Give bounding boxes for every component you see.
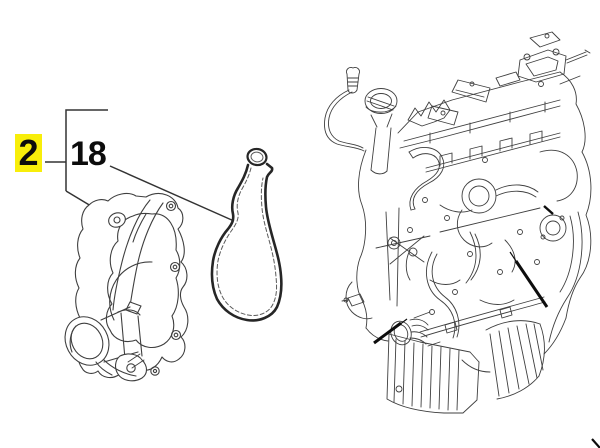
callout-2-badge[interactable]: 2 — [15, 134, 42, 172]
engine-assembly-drawing — [324, 31, 592, 414]
water-pump-drawing — [64, 192, 189, 382]
pointer-arrows — [373, 205, 600, 448]
engine-bolt-heads — [407, 157, 540, 315]
callout-18-label[interactable]: 18 — [70, 135, 107, 173]
water-pump-bolt-holes — [126, 200, 182, 376]
gasket-drawing — [210, 147, 283, 322]
